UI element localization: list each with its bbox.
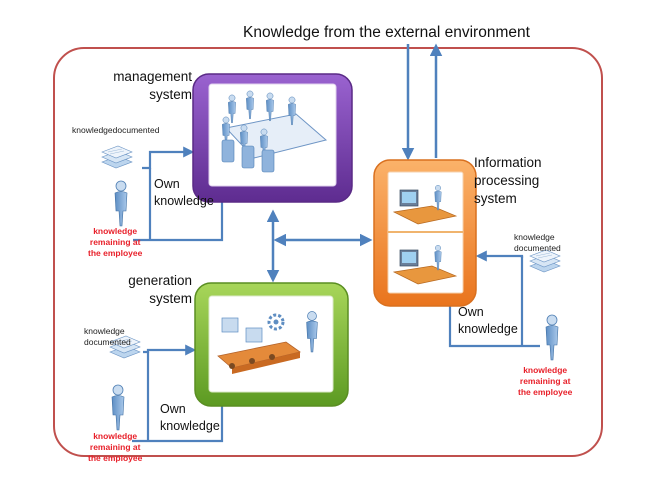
assembly-line-icon	[217, 311, 318, 374]
environment-frame	[53, 47, 603, 457]
arrow-employee-line-top	[133, 200, 224, 242]
diagram-title: Knowledge from the external environment	[243, 24, 530, 41]
knowledge-documented-label-bottom-left: knowledge documented	[84, 326, 131, 347]
employee-icon-right	[545, 314, 559, 361]
meeting-table-icon	[221, 90, 328, 173]
information-system-label: Information processing system	[474, 155, 542, 206]
management-system-label: management system	[113, 69, 192, 102]
computer-worker-icon-top	[392, 185, 458, 225]
knowledge-remaining-label-bottom-left: knowledge remaining at the employee	[88, 431, 143, 463]
employee-icon-bottom-left	[111, 384, 125, 431]
own-knowledge-label-top: Own knowledge	[154, 177, 214, 208]
arrow-employee-line-right	[448, 306, 540, 348]
knowledge-remaining-label-right: knowledge remaining at the employee	[518, 365, 573, 397]
own-knowledge-label-right: Own knowledge	[458, 305, 518, 336]
knowledge-documented-label-top-left: knowledgedocumented	[72, 125, 160, 135]
own-knowledge-label-bottom: Own knowledge	[160, 402, 220, 433]
arrow-docs-to-information	[475, 250, 524, 262]
arrow-docs-to-generation	[143, 344, 197, 356]
computer-worker-icon-bottom	[392, 245, 458, 285]
generation-system-label: generation system	[128, 273, 192, 306]
documents-icon-top-left	[101, 145, 133, 169]
arrow-docs-to-management	[142, 146, 195, 170]
arrow-employee-line-bottom	[132, 404, 224, 443]
generation-system-box	[194, 282, 349, 407]
employee-icon-top-left	[114, 180, 128, 227]
information-system-box	[373, 159, 477, 307]
knowledge-remaining-label-top-left: knowledge remaining at the employee	[88, 226, 143, 258]
knowledge-documented-label-right: knowledge documented	[514, 232, 561, 253]
management-system-box	[192, 73, 353, 203]
